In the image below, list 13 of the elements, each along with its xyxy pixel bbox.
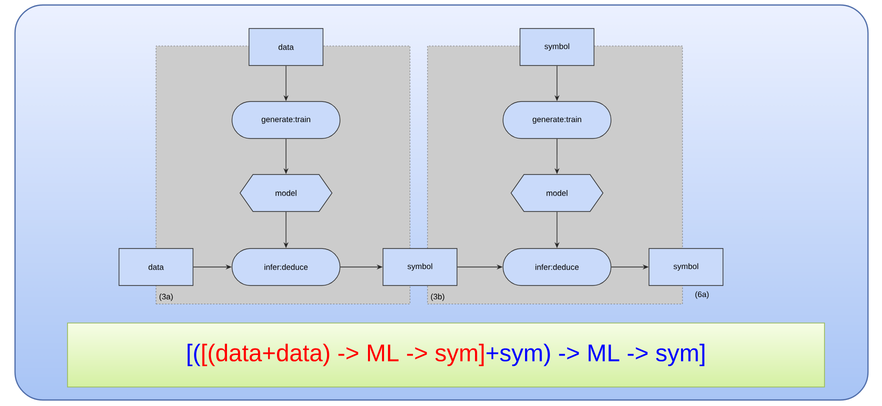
formula-box: [([(data+data) -> ML -> sym]+sym) -> ML -> sym] [67,322,825,388]
process-box: symbol [520,28,594,66]
model-hexagon: model [510,174,604,212]
process-box: data [118,248,194,286]
process-pill: infer:deduce [502,248,612,286]
process-pill: generate:train [502,101,612,139]
model-hexagon: model [240,174,332,212]
process-pill: infer:deduce [232,248,340,286]
process-box: symbol [382,248,458,286]
group-tag: (6a) [695,291,709,299]
process-box: data [248,28,324,66]
process-box: symbol [648,248,724,286]
process-pill: generate:train [232,101,340,139]
